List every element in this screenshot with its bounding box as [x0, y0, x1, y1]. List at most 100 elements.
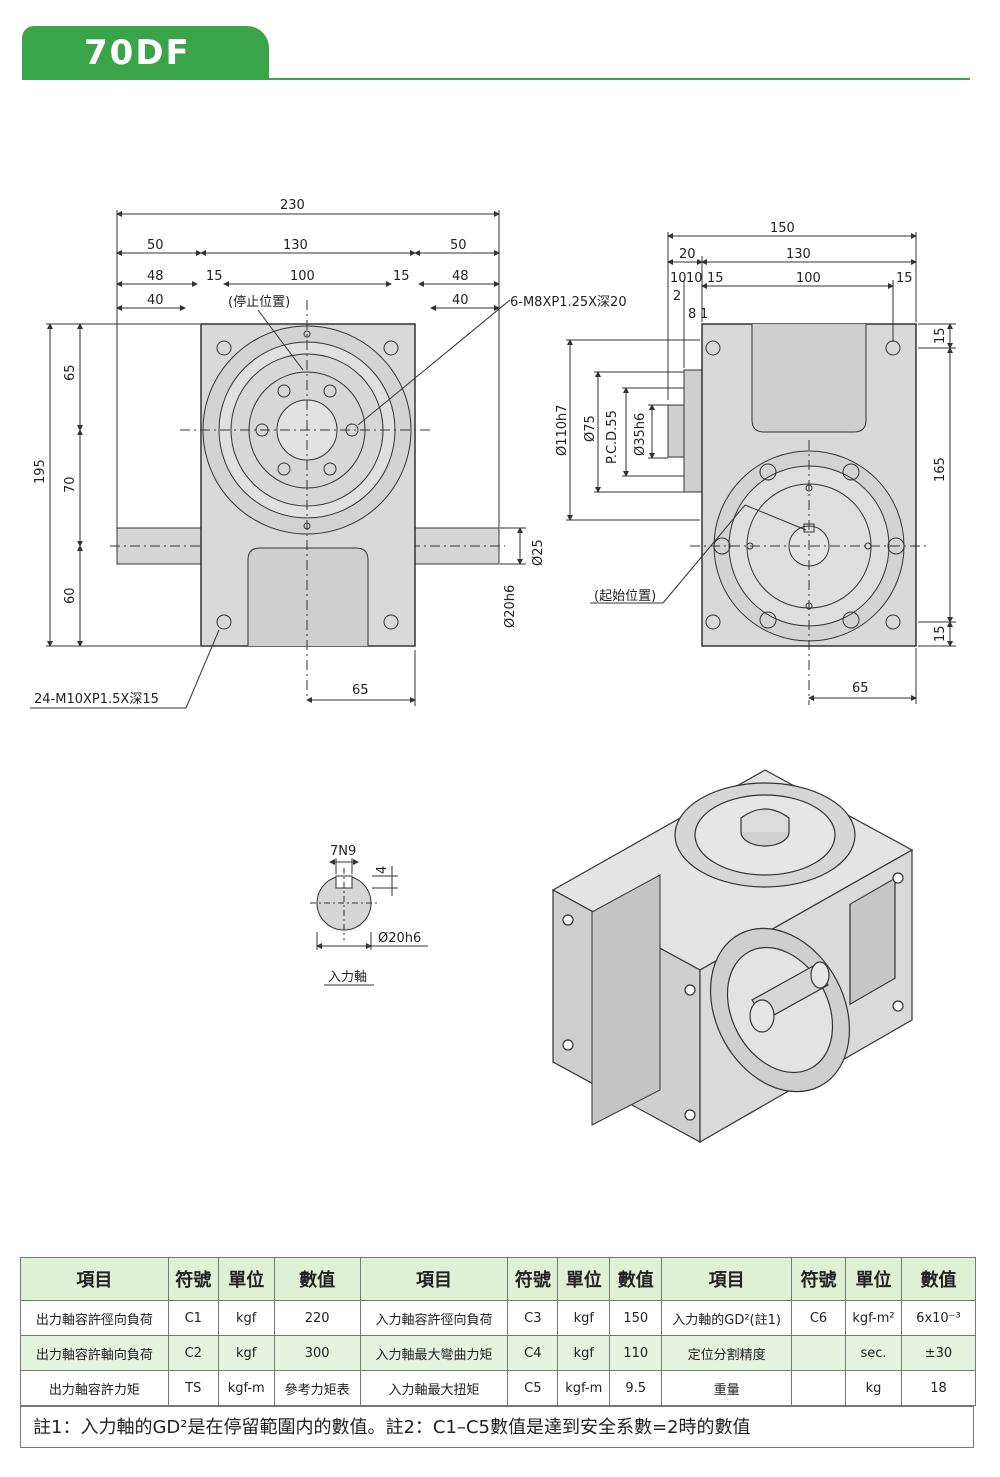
dim-15-right: 15: [393, 269, 410, 284]
front-view: [30, 210, 526, 709]
table-cell: 參考力矩表: [273, 1370, 361, 1406]
dim-50-right: 50: [450, 238, 467, 253]
dim-40-right: 40: [452, 293, 469, 308]
label-hole-bottom: 24-M10XP1.5X深15: [34, 692, 159, 707]
side-dim-15b: 15: [896, 271, 913, 286]
side-dim-8: 8: [688, 307, 696, 322]
table-cell: kgf-m²: [845, 1300, 902, 1336]
col-item-2: 項目: [359, 1257, 509, 1301]
footnote: 註1：入力軸的GD²是在停留範圍内的數值。註2：C1–C5數值是達到安全系數=2…: [20, 1406, 974, 1448]
header-line: [22, 78, 970, 80]
dim-70: 70: [63, 476, 78, 493]
table-cell: kgf: [217, 1335, 275, 1371]
col-value-1: 數值: [273, 1257, 361, 1301]
side-dim-130: 130: [786, 247, 811, 262]
dim-60: 60: [63, 587, 78, 604]
side-dim-65-bottom: 65: [852, 681, 869, 696]
dim-100: 100: [290, 269, 315, 284]
side-dim-15-top: 15: [933, 327, 948, 344]
side-dim-100: 100: [796, 271, 821, 286]
table-cell: 入力軸最大彎曲力矩: [359, 1335, 509, 1371]
dim-shaft-25: Ø25: [531, 539, 546, 566]
table-cell: C3: [507, 1300, 559, 1336]
dim-50-left: 50: [147, 238, 164, 253]
dim-40-left: 40: [147, 293, 164, 308]
key-7n9: 7N9: [330, 844, 356, 859]
table-cell: 300: [273, 1335, 361, 1371]
table-cell: 出力軸容許徑向負荷: [20, 1300, 169, 1336]
dim-shaft-20h6: Ø20h6: [503, 585, 518, 628]
model-title: 70DF: [84, 33, 191, 73]
spec-header-row: 項目 符號 單位 數值 項目 符號 單位 數值 項目 符號 單位 數值: [20, 1257, 977, 1301]
dim-48-left: 48: [147, 269, 164, 284]
table-cell: TS: [167, 1370, 219, 1406]
table-cell: kgf: [557, 1335, 611, 1371]
table-row: 出力軸容許力矩 TS kgf-m 參考力矩表 入力軸最大扭矩 C5 kgf-m …: [20, 1370, 977, 1406]
label-stop-position: (停止位置): [228, 294, 290, 310]
col-unit-2: 單位: [557, 1257, 611, 1301]
side-dim-110h7: Ø110h7: [555, 404, 570, 456]
table-cell: 出力軸容許軸向負荷: [20, 1335, 169, 1371]
table-cell: kgf-m: [557, 1370, 611, 1406]
header-tab: [22, 26, 269, 80]
label-hole-top: 6-M8XP1.25X深20: [510, 295, 627, 310]
side-dim-2: 2: [673, 289, 681, 304]
dim-65-bottom: 65: [352, 683, 369, 698]
dim-130: 130: [283, 238, 308, 253]
side-dim-35h6: Ø35h6: [633, 413, 648, 456]
table-cell: 18: [900, 1370, 977, 1406]
dim-195: 195: [33, 459, 48, 484]
table-cell: ±30: [900, 1335, 977, 1371]
side-dim-165: 165: [933, 457, 948, 482]
side-dim-pcd55: P.C.D.55: [605, 410, 620, 464]
table-cell: 150: [609, 1300, 663, 1336]
col-unit-1: 單位: [217, 1257, 275, 1301]
label-start-position: (起始位置): [594, 589, 656, 604]
table-cell: 出力軸容許力矩: [20, 1370, 169, 1406]
dim-65-left: 65: [63, 364, 78, 381]
dim-15-left: 15: [206, 269, 223, 284]
spec-table: 項目 符號 單位 數值 項目 符號 單位 數值 項目 符號 單位 數值 出力軸容…: [20, 1257, 977, 1406]
col-item-1: 項目: [20, 1257, 169, 1301]
table-cell: 6x10⁻³: [900, 1300, 977, 1336]
table-cell: 9.5: [609, 1370, 663, 1406]
table-cell: C5: [507, 1370, 559, 1406]
table-cell: kgf: [217, 1300, 275, 1336]
side-dim-10b: 10: [686, 271, 703, 286]
table-cell: 110: [609, 1335, 663, 1371]
col-value-3: 數值: [900, 1257, 977, 1301]
table-cell: 入力軸的GD²(註1): [661, 1300, 793, 1336]
table-row: 出力軸容許軸向負荷 C2 kgf 300 入力軸最大彎曲力矩 C4 kgf 11…: [20, 1335, 977, 1371]
table-cell: C4: [507, 1335, 559, 1371]
shaft-dia-20h6: Ø20h6: [378, 931, 421, 946]
col-value-2: 數值: [609, 1257, 663, 1301]
table-cell: C2: [167, 1335, 219, 1371]
col-symbol-3: 符號: [791, 1257, 846, 1301]
table-cell: 入力軸最大扭矩: [359, 1370, 509, 1406]
table-row: 出力軸容許徑向負荷 C1 kgf 220 入力軸容許徑向負荷 C3 kgf 15…: [20, 1300, 977, 1336]
table-cell: [791, 1370, 846, 1406]
col-unit-3: 單位: [845, 1257, 902, 1301]
table-cell: kgf: [557, 1300, 611, 1336]
side-dim-15-bottom: 15: [933, 625, 948, 642]
table-cell: 入力軸容許徑向負荷: [359, 1300, 509, 1336]
side-dim-15a: 15: [707, 271, 724, 286]
table-cell: [791, 1335, 846, 1371]
isometric-view: [551, 769, 914, 1144]
technical-drawing: 230 50 130 50 48 15 100 15 48 40 40 (停止位…: [30, 198, 956, 1144]
table-cell: kgf-m: [217, 1370, 275, 1406]
table-cell: 重量: [661, 1370, 793, 1406]
shaft-section: [310, 858, 428, 986]
side-dim-10a: 10: [670, 271, 687, 286]
side-dim-75: Ø75: [583, 415, 598, 442]
label-input-shaft: 入力軸: [328, 970, 367, 985]
dim-48-right: 48: [452, 269, 469, 284]
col-symbol-2: 符號: [507, 1257, 559, 1301]
col-symbol-1: 符號: [167, 1257, 219, 1301]
key-depth-4: 4: [375, 866, 390, 874]
table-cell: sec.: [845, 1335, 902, 1371]
side-view: [566, 232, 956, 705]
side-dim-1: 1: [700, 307, 708, 322]
col-item-3: 項目: [661, 1257, 793, 1301]
table-cell: kg: [845, 1370, 902, 1406]
